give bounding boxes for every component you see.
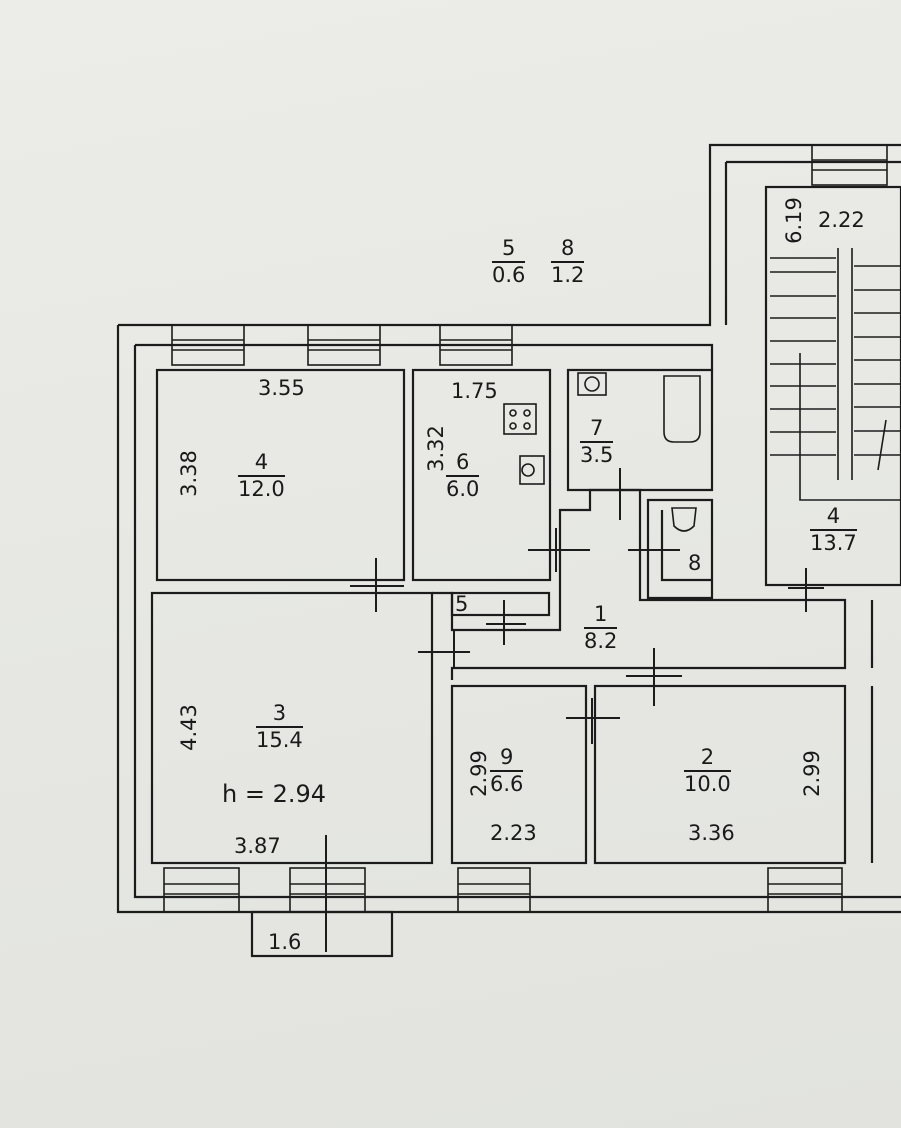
room-1-outline xyxy=(432,488,847,680)
window xyxy=(811,144,888,186)
dim-room9-width: 2.23 xyxy=(490,821,537,845)
dim-room2-width: 3.36 xyxy=(688,821,735,845)
room-label-5: 5 xyxy=(455,592,469,616)
room-label-8: 8 xyxy=(688,551,702,575)
dim-room6-width: 1.75 xyxy=(451,379,498,403)
window xyxy=(171,324,245,366)
window xyxy=(289,867,366,913)
stair-outline xyxy=(764,185,901,587)
dim-room6-height: 3.32 xyxy=(423,425,448,472)
dim-room3-width: 3.87 xyxy=(234,834,281,858)
dim-room9-height: 2.99 xyxy=(466,750,491,797)
room-8-outline xyxy=(646,498,714,600)
bathtub-icon xyxy=(663,375,701,443)
window xyxy=(457,867,531,913)
room-6-outline xyxy=(411,368,552,582)
room-2-outline xyxy=(593,684,847,865)
dim-room4-width: 3.55 xyxy=(258,376,305,400)
dim-room2-height: 2.99 xyxy=(799,750,824,797)
sink-icon xyxy=(577,372,607,396)
dim-stair-width: 2.22 xyxy=(818,208,865,232)
dim-balcony: 1.6 xyxy=(268,930,302,954)
toilet-icon xyxy=(671,507,697,532)
room-9-outline xyxy=(450,684,588,865)
window xyxy=(767,867,843,913)
window xyxy=(439,324,513,366)
stove-icon xyxy=(503,403,537,435)
outer-wall xyxy=(116,325,901,914)
kitchen-sink-icon xyxy=(519,455,545,485)
room-4-outline xyxy=(155,368,406,582)
dim-room4-height: 3.38 xyxy=(176,450,201,497)
ceiling-height: h = 2.94 xyxy=(222,780,327,808)
room-3-outline xyxy=(150,591,434,865)
dim-stair-height: 6.19 xyxy=(781,197,806,244)
room-7-outline xyxy=(566,368,714,492)
window xyxy=(307,324,381,366)
window xyxy=(163,867,240,913)
dim-room3-height: 4.43 xyxy=(176,704,201,751)
inner-wall-top xyxy=(133,345,901,899)
outer-wall-top xyxy=(118,143,901,327)
